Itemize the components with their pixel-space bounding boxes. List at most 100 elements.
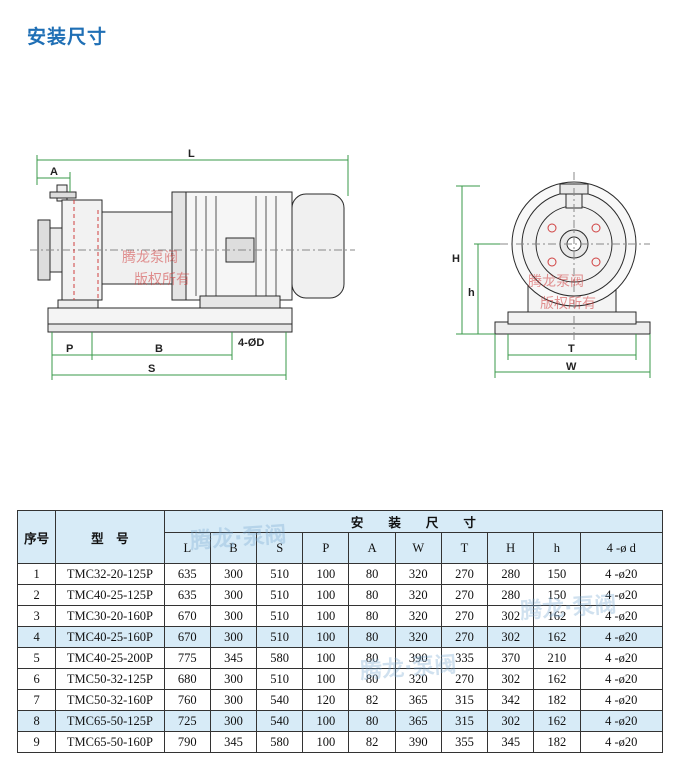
cell-model: TMC50-32-160P [55, 689, 165, 711]
header-model: 型 号 [55, 510, 165, 564]
cell-l: 790 [163, 731, 211, 753]
cell-s: 510 [256, 605, 304, 627]
cell-w: 320 [394, 584, 442, 606]
cell-h: 162 [533, 605, 581, 627]
cell-a: 80 [348, 605, 396, 627]
cell-s: 540 [256, 710, 304, 732]
cell-t: 270 [440, 668, 489, 690]
table-header-row-1: 序号 型 号 安 装 尺 寸 [16, 510, 664, 564]
cell-p: 100 [302, 731, 350, 753]
cell-model: TMC65-50-125P [55, 710, 165, 732]
cell-p: 100 [302, 563, 350, 585]
cell-t: 355 [440, 731, 489, 753]
cell-s: 540 [256, 689, 304, 711]
cell-t: 315 [440, 710, 489, 732]
cell-d: 4 -ø20 [579, 626, 663, 648]
cell-h: 370 [487, 647, 535, 669]
cell-s: 580 [256, 731, 304, 753]
cell-l: 680 [163, 668, 211, 690]
cell-model: TMC40-25-160P [55, 626, 165, 648]
cell-d: 4 -ø20 [579, 689, 663, 711]
cell-b: 300 [209, 605, 258, 627]
cell-s: 510 [256, 563, 304, 585]
cell-b: 300 [209, 689, 258, 711]
dim-label-A: A [50, 166, 58, 178]
cell-h: 280 [487, 584, 535, 606]
cell-w: 390 [394, 647, 442, 669]
cell-a: 80 [348, 668, 396, 690]
cell-model: TMC65-50-160P [55, 731, 165, 753]
header-col-H: H [487, 532, 535, 564]
cell-p: 100 [302, 710, 350, 732]
cell-p: 100 [302, 626, 350, 648]
cell-t: 315 [440, 689, 489, 711]
cell-seq: 8 [16, 710, 57, 732]
cell-d: 4 -ø20 [579, 584, 663, 606]
cell-s: 580 [256, 647, 304, 669]
cell-a: 82 [348, 689, 396, 711]
cell-p: 100 [302, 584, 350, 606]
cell-w: 320 [394, 668, 442, 690]
cell-d: 4 -ø20 [579, 668, 663, 690]
cell-t: 335 [440, 647, 489, 669]
cell-a: 80 [348, 584, 396, 606]
watermark-text-side-2: 版权所有 [134, 272, 190, 288]
cell-b: 300 [209, 710, 258, 732]
cell-b: 345 [209, 731, 258, 753]
cell-t: 270 [440, 605, 489, 627]
header-col-W: W [394, 532, 442, 564]
cell-seq: 3 [16, 605, 57, 627]
dim-label-W: W [566, 361, 577, 373]
cell-a: 80 [348, 626, 396, 648]
cell-seq: 6 [16, 668, 57, 690]
pump-dimension-drawing: L A P B S 4-ØD H h T W 腾龙泵阀 版权所有 腾龙泵阀 版权… [30, 148, 651, 380]
cell-d: 4 -ø20 [579, 731, 663, 753]
dim-label-S: S [148, 363, 155, 375]
cell-h: 302 [487, 626, 535, 648]
cell-h: 345 [487, 731, 535, 753]
cell-s: 510 [256, 626, 304, 648]
cell-h: 182 [533, 731, 581, 753]
header-col-holes: 4 -ø d [579, 532, 663, 564]
cell-seq: 7 [16, 689, 57, 711]
cell-h: 302 [487, 605, 535, 627]
header-col-A: A [348, 532, 396, 564]
cell-l: 635 [163, 584, 211, 606]
cell-model: TMC50-32-125P [55, 668, 165, 690]
cell-a: 80 [348, 563, 396, 585]
header-group-dimensions: 安 装 尺 寸 [163, 510, 664, 533]
cell-l: 635 [163, 563, 211, 585]
dim-label-T: T [568, 343, 575, 355]
cell-w: 320 [394, 605, 442, 627]
cell-a: 80 [348, 647, 396, 669]
cell-t: 270 [440, 563, 489, 585]
cell-h: 162 [533, 710, 581, 732]
cell-d: 4 -ø20 [579, 605, 663, 627]
cell-h: 162 [533, 668, 581, 690]
cell-seq: 4 [16, 626, 57, 648]
cell-model: TMC40-25-200P [55, 647, 165, 669]
header-col-S: S [256, 532, 304, 564]
header-col-B: B [209, 532, 258, 564]
cell-l: 725 [163, 710, 211, 732]
cell-d: 4 -ø20 [579, 710, 663, 732]
cell-b: 300 [209, 563, 258, 585]
dim-label-B: B [155, 343, 163, 355]
header-seq: 序号 [16, 510, 57, 564]
cell-l: 670 [163, 626, 211, 648]
cell-b: 300 [209, 584, 258, 606]
cell-h: 162 [533, 626, 581, 648]
cell-h: 280 [487, 563, 535, 585]
cell-h: 210 [533, 647, 581, 669]
cell-h: 150 [533, 584, 581, 606]
watermark-text-front-1: 腾龙泵阀 [528, 273, 584, 290]
cell-w: 365 [394, 710, 442, 732]
cell-l: 670 [163, 605, 211, 627]
